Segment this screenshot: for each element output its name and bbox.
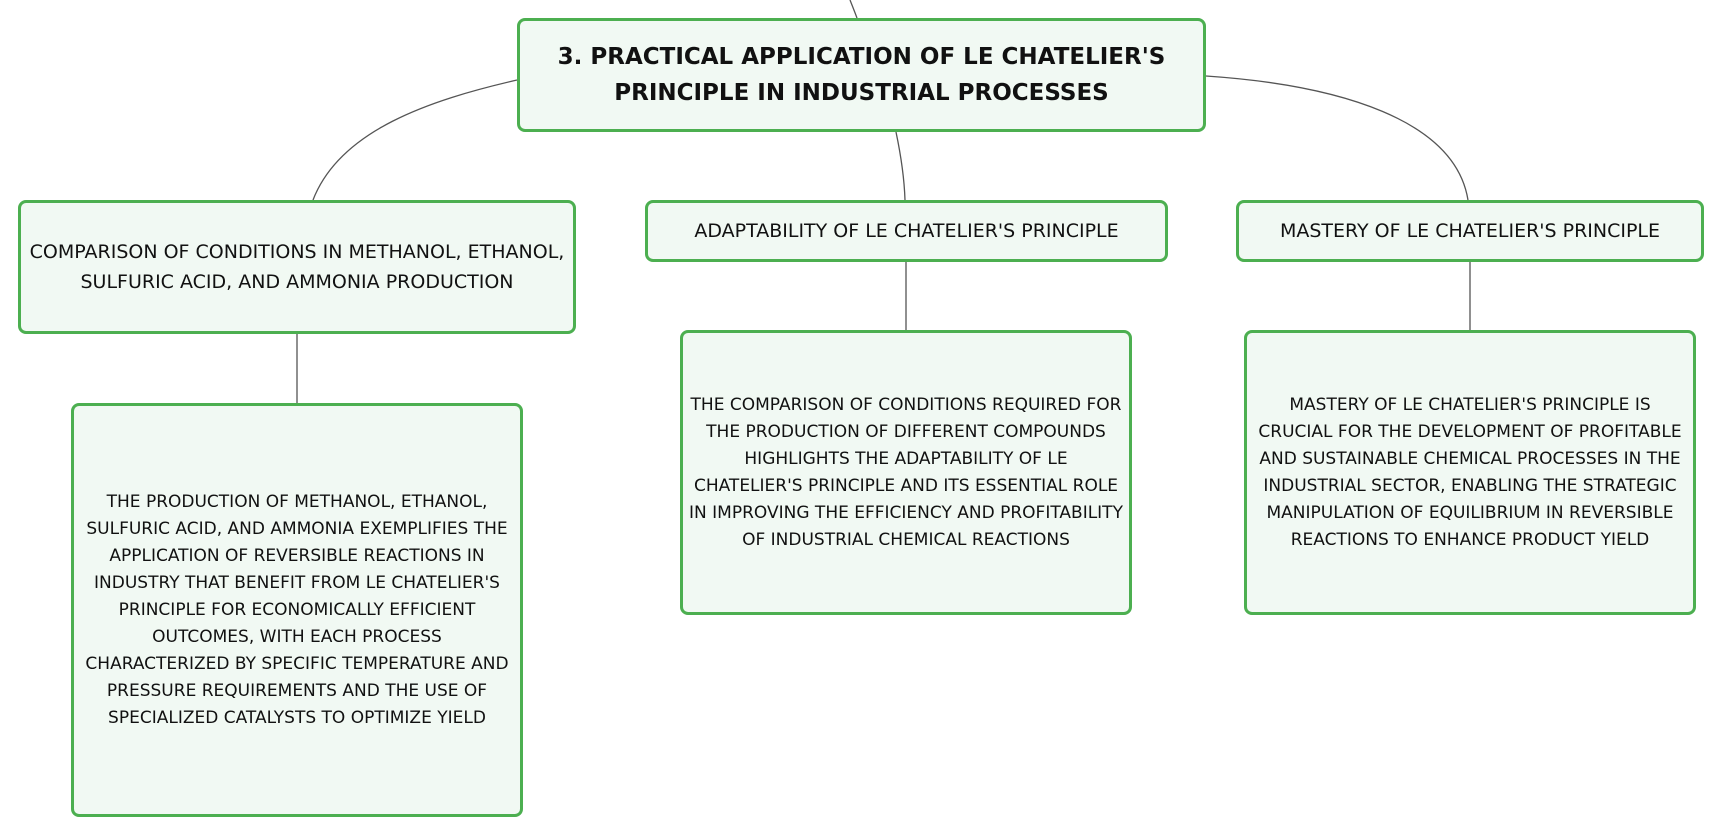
connector-root-to-mastery [1205, 75, 1469, 201]
connector-parent-to-root [849, 0, 858, 19]
topic-comparison-label: COMPARISON OF CONDITIONS IN METHANOL, ET… [29, 241, 565, 293]
connector-root-to-comparison [312, 79, 518, 201]
detail-node-mastery[interactable]: MASTERY OF LE CHATELIER'S PRINCIPLE IS C… [1244, 330, 1696, 615]
topic-mastery-label: MASTERY OF LE CHATELIER'S PRINCIPLE [1279, 220, 1661, 242]
topic-node-adaptability[interactable]: ADAPTABILITY OF LE CHATELIER'S PRINCIPLE [645, 200, 1168, 262]
detail-node-adaptability[interactable]: THE COMPARISON OF CONDITIONS REQUIRED FO… [680, 330, 1132, 615]
detail-adaptability-text: THE COMPARISON OF CONDITIONS REQUIRED FO… [689, 394, 1123, 550]
topic-adaptability-label: ADAPTABILITY OF LE CHATELIER'S PRINCIPLE [694, 220, 1119, 242]
detail-node-production[interactable]: THE PRODUCTION OF METHANOL, ETHANOL, SUL… [71, 403, 523, 817]
detail-production-text: THE PRODUCTION OF METHANOL, ETHANOL, SUL… [85, 491, 509, 728]
connector-root-to-adaptability [895, 131, 906, 201]
root-title: 3. PRACTICAL APPLICATION OF LE CHATELIER… [557, 44, 1166, 106]
root-node[interactable]: 3. PRACTICAL APPLICATION OF LE CHATELIER… [517, 18, 1206, 132]
topic-node-comparison[interactable]: COMPARISON OF CONDITIONS IN METHANOL, ET… [18, 200, 576, 334]
topic-node-mastery[interactable]: MASTERY OF LE CHATELIER'S PRINCIPLE [1236, 200, 1704, 262]
detail-mastery-text: MASTERY OF LE CHATELIER'S PRINCIPLE IS C… [1258, 394, 1682, 550]
